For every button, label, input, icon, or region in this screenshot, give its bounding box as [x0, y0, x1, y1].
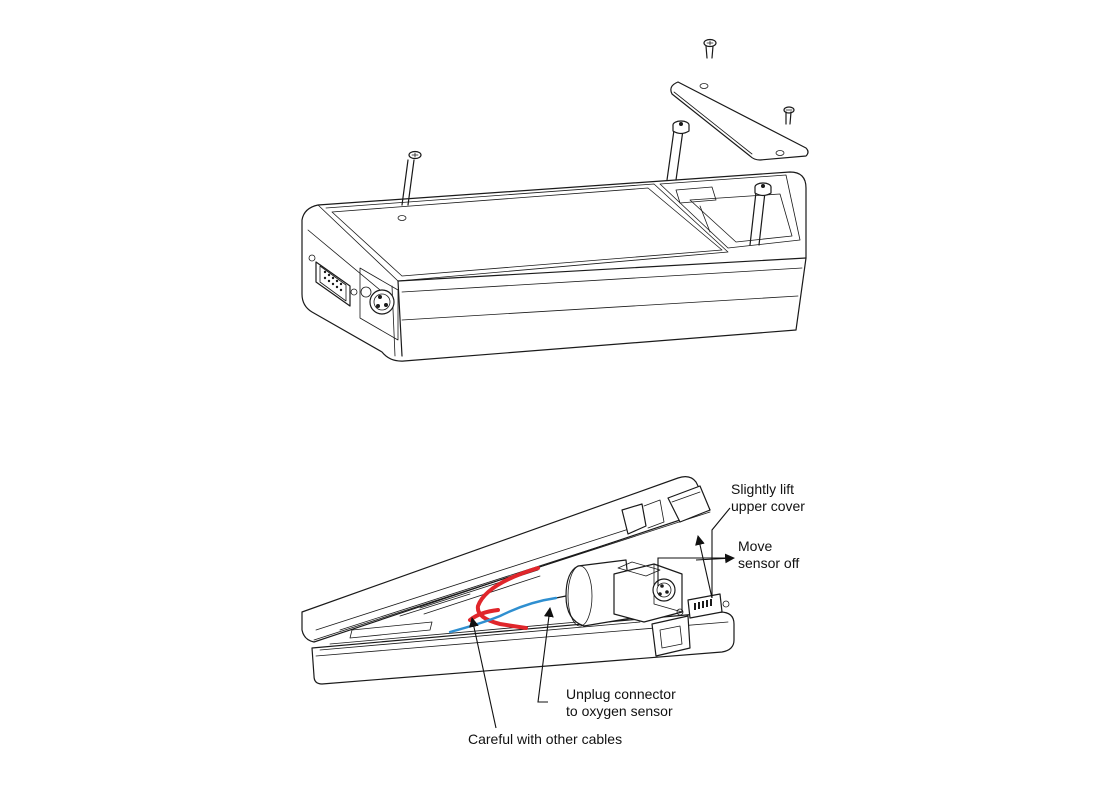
red-cable-upper: [475, 566, 540, 630]
blue-cable: [448, 596, 558, 634]
closed-device-illustration: [301, 38, 809, 362]
lift-cover-label: Slightly lift upper cover: [731, 481, 805, 514]
move-sensor-label: Move sensor off: [738, 538, 800, 571]
careful-cables-label: Careful with other cables: [468, 731, 623, 747]
opened-device-illustration: [301, 476, 735, 729]
unplug-connector-label: Unplug connector to oxygen sensor: [566, 686, 676, 719]
